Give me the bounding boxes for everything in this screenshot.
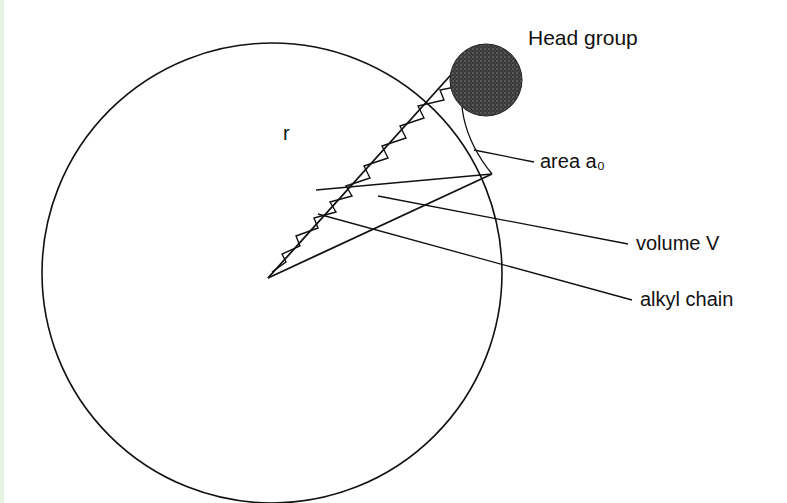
head-group — [450, 44, 522, 116]
micelle-circle — [42, 43, 502, 503]
cone-inner-line — [316, 174, 492, 190]
leader-line — [378, 196, 628, 244]
radius-label: r — [283, 122, 290, 144]
part-label: area a₀ — [540, 150, 605, 172]
cone-edge — [268, 57, 467, 278]
part-label: volume V — [636, 232, 719, 254]
cone-edge — [268, 174, 492, 278]
leader-line — [318, 214, 632, 300]
part-label: Head group — [528, 26, 638, 49]
alkyl-chain — [272, 86, 460, 272]
part-label: alkyl chain — [640, 288, 733, 310]
leader-line — [474, 150, 534, 162]
